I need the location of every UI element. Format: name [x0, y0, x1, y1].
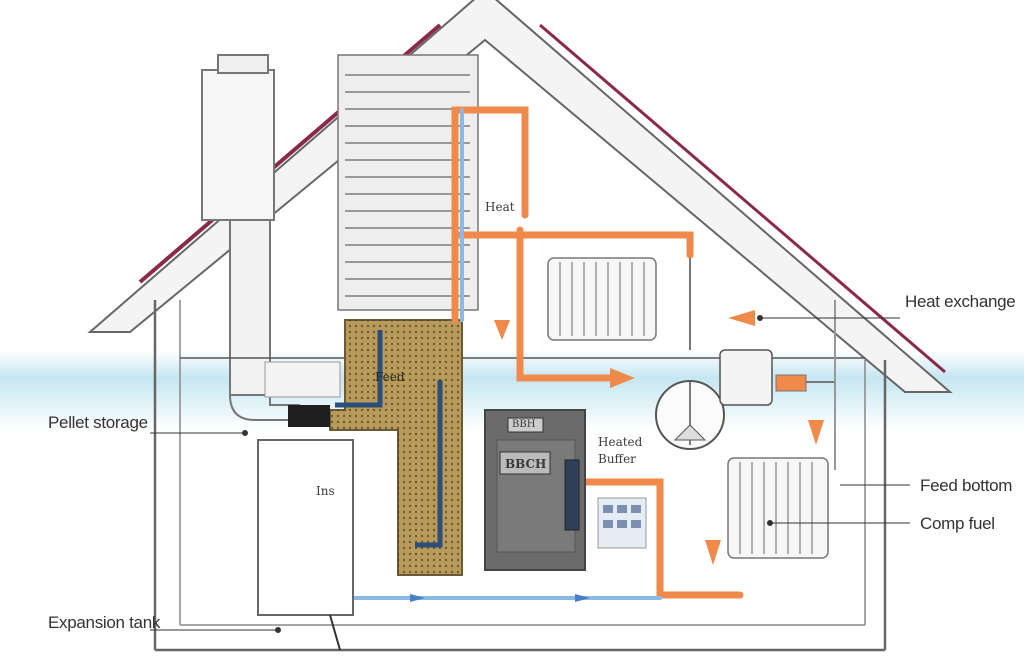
- heated-label: Heated: [598, 435, 643, 449]
- hot-pipes: [451, 106, 744, 599]
- lower-radiator: [727, 457, 829, 559]
- comp-fuel-label: Comp fuel: [920, 514, 995, 533]
- inlet-label: Ins: [316, 484, 335, 498]
- boiler-panel-main-label: BBCH: [505, 457, 547, 471]
- pump-assembly: [655, 300, 836, 470]
- pellet-storage-label: Pellet storage: [48, 413, 148, 432]
- pellet-hopper: [264, 319, 463, 576]
- water-tank: [257, 439, 354, 651]
- heat-exchange-label: Heat exchange: [905, 292, 1016, 311]
- upper-radiator: [547, 257, 691, 350]
- feed-bottom-label: Feed bottom: [920, 476, 1013, 495]
- feed-label: Feed: [375, 370, 405, 384]
- boiler-panel-top-label: BBH: [512, 419, 536, 430]
- leader-lines: [150, 315, 910, 633]
- expansion-tank-label: Expansion tank: [48, 613, 161, 632]
- control-panel: [597, 497, 647, 549]
- pellet-boiler: [484, 409, 586, 571]
- heated-label-2: Buffer: [598, 452, 636, 466]
- heat-unit-label: Heat: [485, 200, 515, 214]
- chimney-flue: [201, 54, 300, 421]
